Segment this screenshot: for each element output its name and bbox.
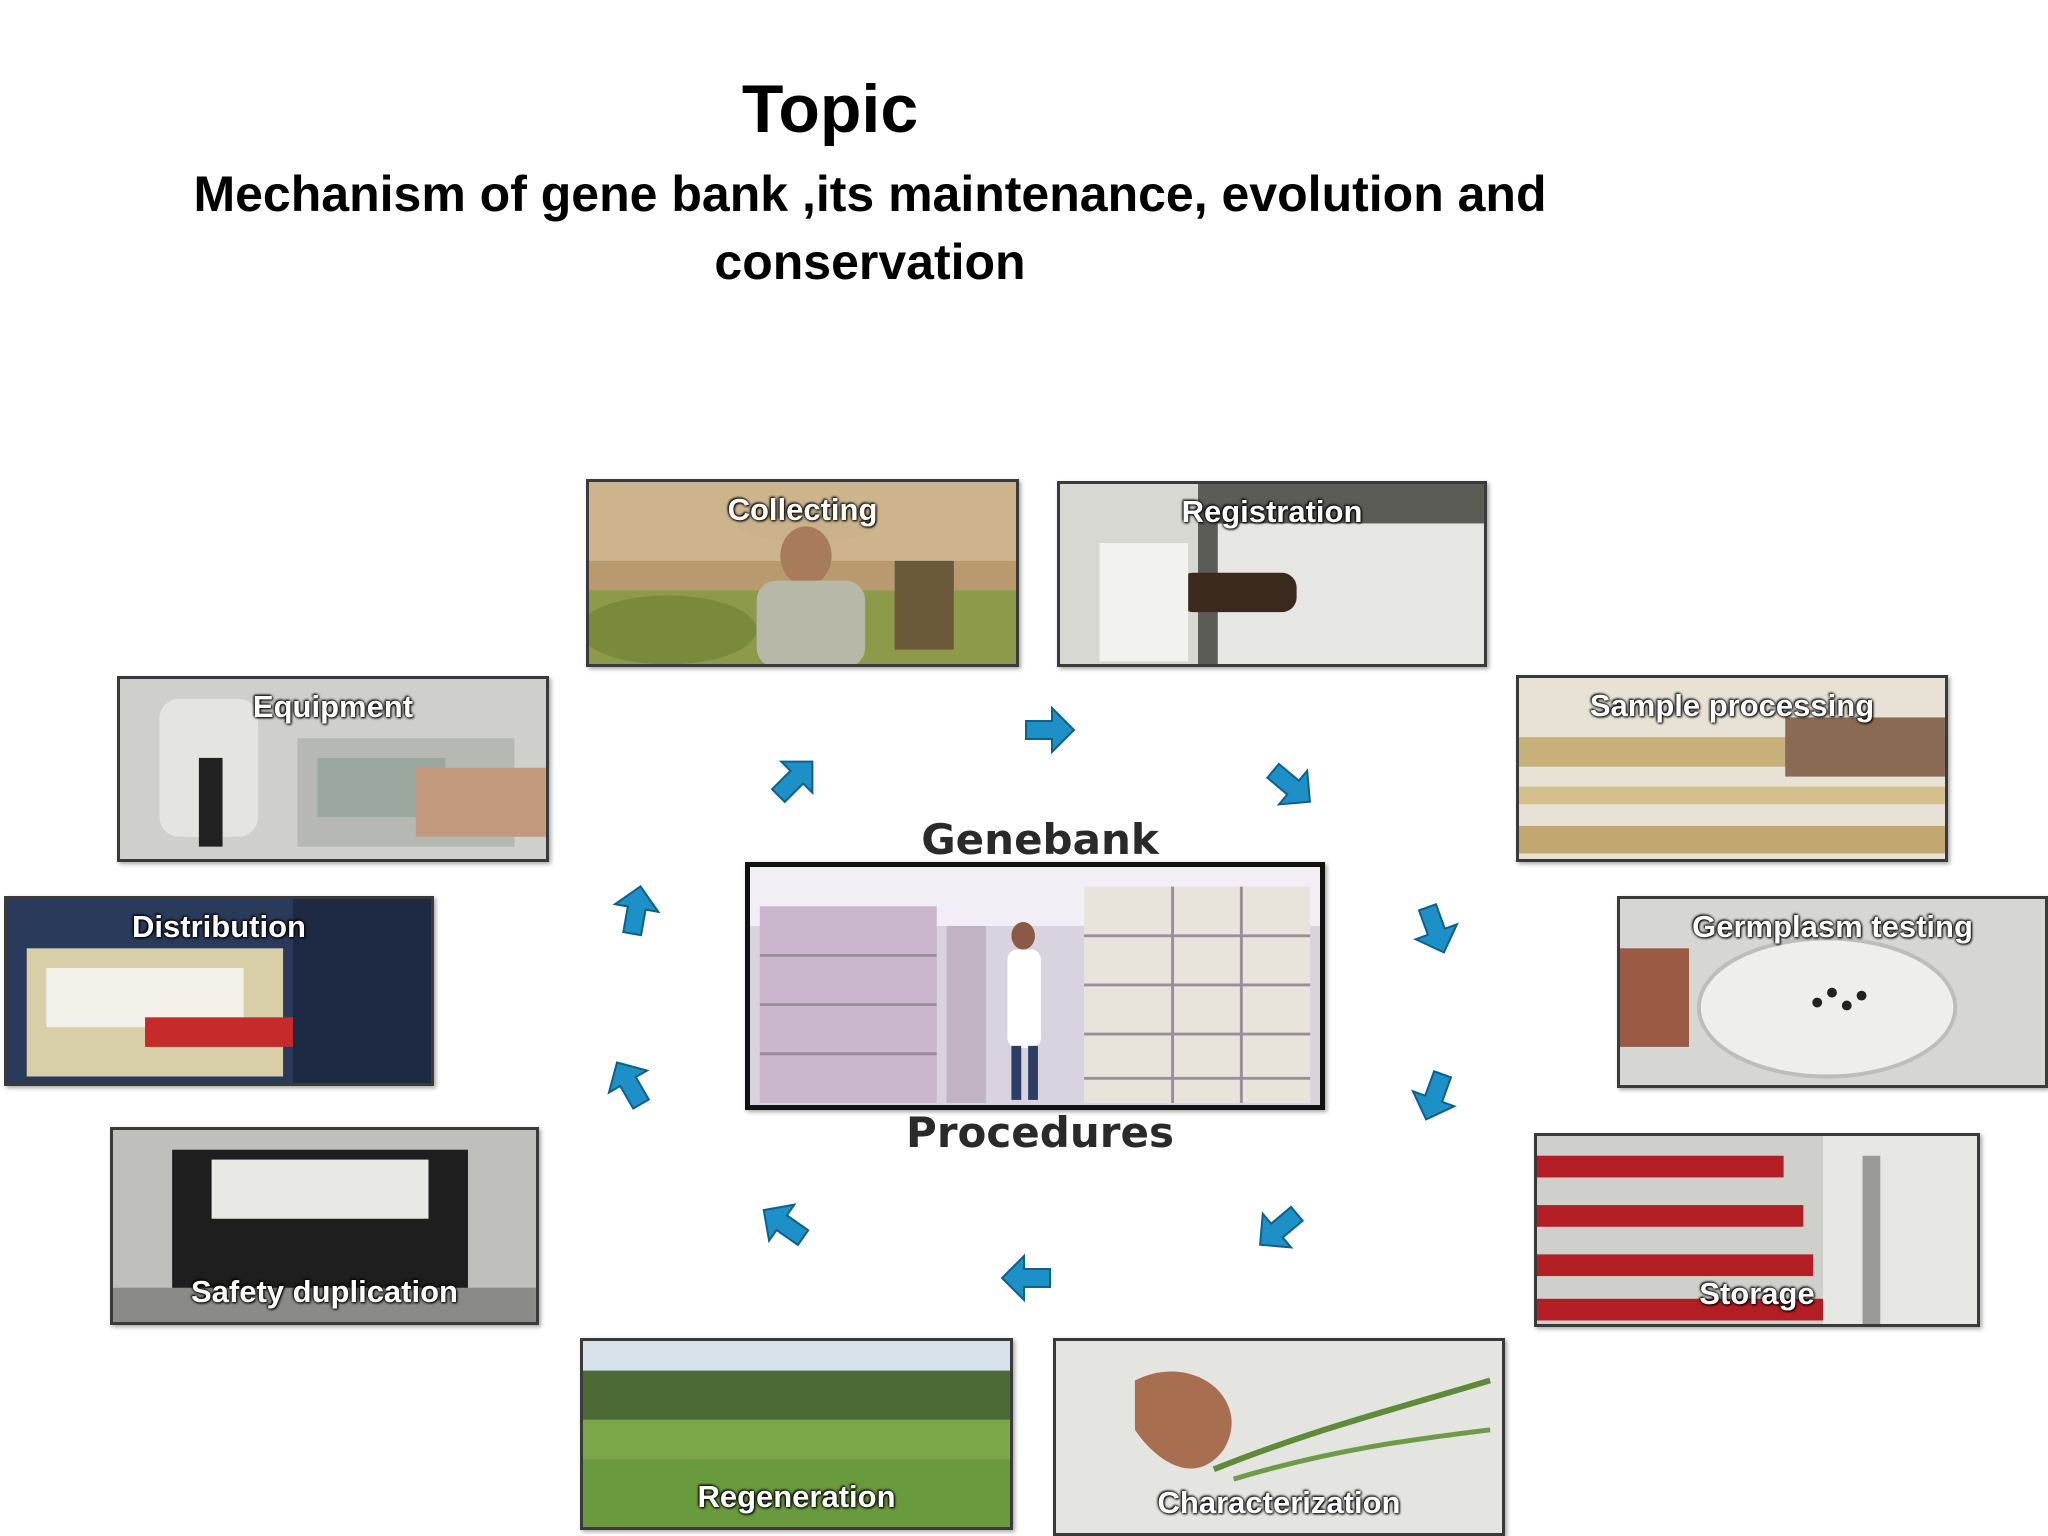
step-label: Safety duplication xyxy=(191,1274,458,1309)
flow-arrow-icon xyxy=(612,885,661,937)
flow-arrow-icon xyxy=(1258,1205,1305,1249)
center-label-procedures: Procedures xyxy=(906,1108,1174,1157)
step-label: Registration xyxy=(1181,494,1363,529)
step-label: Distribution xyxy=(132,909,306,944)
subtitle-line-2: conservation xyxy=(714,234,1026,290)
step-characterization: Characterization xyxy=(1053,1338,1505,1536)
step-label: Storage xyxy=(1699,1276,1815,1311)
step-sample-processing: Sample processing xyxy=(1516,675,1948,862)
subtitle-line-1: Mechanism of gene bank ,its maintenance,… xyxy=(193,166,1547,222)
center-label-genebank: Genebank xyxy=(921,815,1159,864)
step-label: Collecting xyxy=(727,492,878,527)
slide-subtitle: Mechanism of gene bank ,its maintenance,… xyxy=(160,160,1580,296)
step-label: Germplasm testing xyxy=(1692,909,1973,944)
step-distribution: Distribution xyxy=(4,896,434,1086)
flow-arrow-icon xyxy=(1413,902,1459,954)
flow-arrow-icon xyxy=(762,1203,810,1247)
step-collecting: Collecting xyxy=(586,479,1019,667)
step-regeneration: Regeneration xyxy=(580,1338,1013,1530)
flow-arrow-icon xyxy=(1000,1253,1051,1303)
step-label: Equipment xyxy=(252,689,414,724)
step-label: Characterization xyxy=(1157,1485,1401,1520)
step-label: Sample processing xyxy=(1589,688,1875,723)
flow-arrow-icon xyxy=(1025,705,1076,755)
step-label: Regeneration xyxy=(697,1479,896,1514)
center-genebank-photo xyxy=(745,862,1325,1110)
flow-arrow-icon xyxy=(1265,762,1312,806)
slide-title: Topic xyxy=(741,71,919,147)
flow-arrow-icon xyxy=(770,760,814,804)
step-equipment: Equipment xyxy=(117,676,549,862)
step-storage: Storage xyxy=(1534,1133,1980,1327)
step-germplasm-testing: Germplasm testing xyxy=(1617,896,2048,1088)
step-registration: Registration xyxy=(1057,481,1487,667)
step-safety-duplication: Safety duplication xyxy=(110,1127,539,1325)
flow-arrow-icon xyxy=(607,1061,651,1110)
flow-arrow-icon xyxy=(1411,1069,1457,1121)
